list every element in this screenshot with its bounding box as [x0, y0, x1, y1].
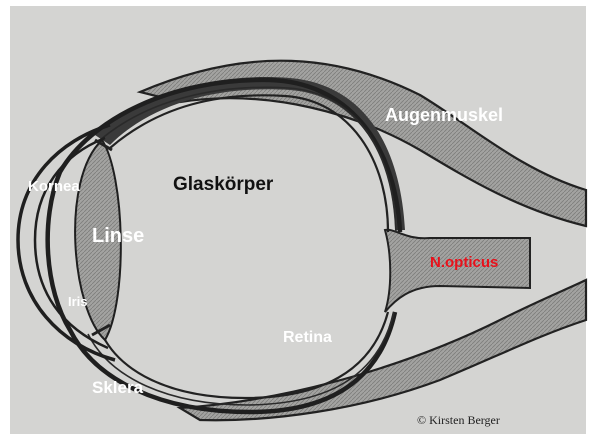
label-kornea: Kornea [28, 178, 80, 195]
copyright-credit: © Kirsten Berger [417, 413, 500, 427]
label-retina: Retina [283, 329, 332, 346]
label-iris: Iris [68, 294, 88, 309]
label-sklera: Sklera [92, 378, 144, 397]
label-n-opticus: N.opticus [430, 254, 498, 271]
label-linse: Linse [92, 225, 144, 247]
label-augenmuskel: Augenmuskel [385, 105, 503, 125]
label-glaskoerper: Glaskörper [173, 174, 274, 195]
